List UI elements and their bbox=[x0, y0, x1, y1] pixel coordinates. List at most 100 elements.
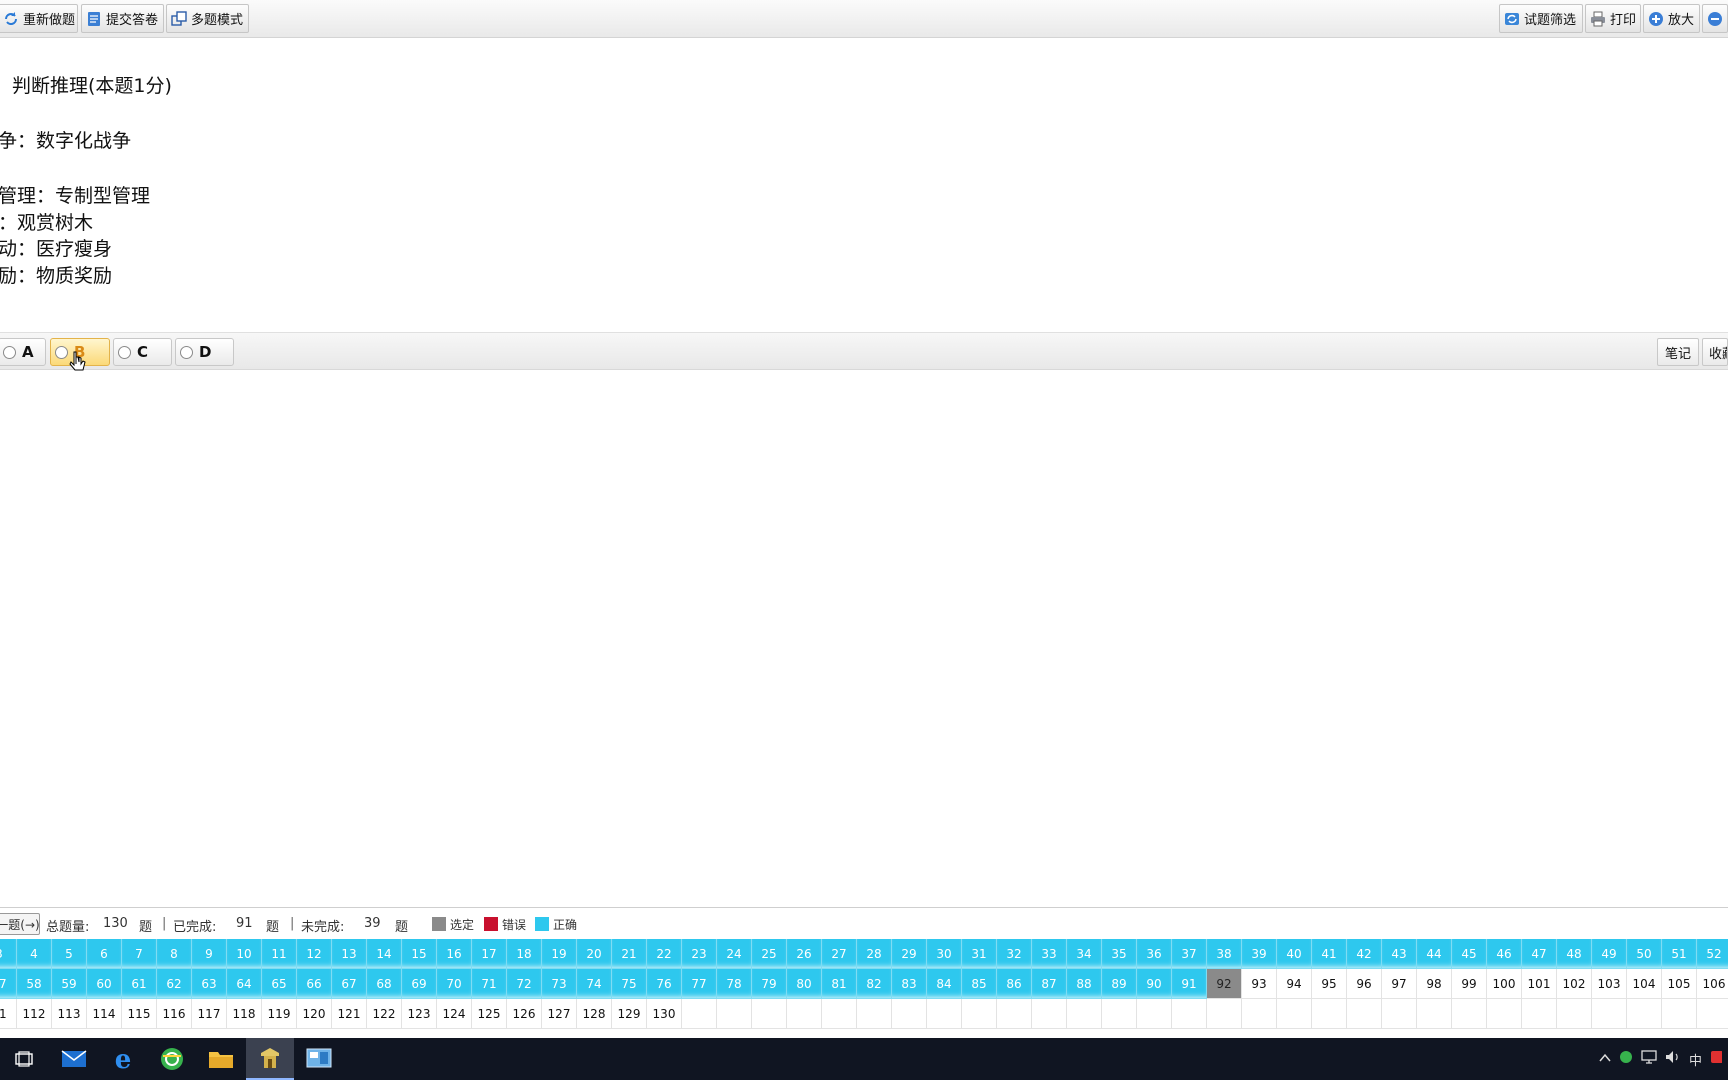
question-number-cell[interactable]: 18 bbox=[507, 939, 542, 969]
question-number-cell[interactable]: 121 bbox=[332, 999, 367, 1029]
prev-question-button[interactable]: 一题(→) bbox=[0, 913, 40, 935]
question-number-cell[interactable]: 39 bbox=[1242, 939, 1277, 969]
question-number-cell[interactable]: 73 bbox=[542, 969, 577, 999]
question-number-cell[interactable]: 61 bbox=[122, 969, 157, 999]
question-number-cell[interactable]: 89 bbox=[1102, 969, 1137, 999]
favorite-button[interactable]: 收藏 bbox=[1702, 338, 1728, 366]
question-number-cell[interactable]: 77 bbox=[682, 969, 717, 999]
question-number-cell[interactable]: 21 bbox=[612, 939, 647, 969]
question-number-cell[interactable]: 14 bbox=[367, 939, 402, 969]
question-number-cell[interactable]: 67 bbox=[332, 969, 367, 999]
question-number-cell[interactable]: 59 bbox=[52, 969, 87, 999]
question-number-cell[interactable]: 97 bbox=[1382, 969, 1417, 999]
question-number-cell[interactable]: 78 bbox=[717, 969, 752, 999]
print-button[interactable]: 打印 bbox=[1585, 4, 1641, 33]
question-number-cell[interactable]: 96 bbox=[1347, 969, 1382, 999]
question-number-cell[interactable]: 50 bbox=[1627, 939, 1662, 969]
question-number-cell[interactable]: 8 bbox=[157, 939, 192, 969]
control-panel-icon[interactable] bbox=[295, 1038, 343, 1080]
question-number-cell[interactable]: 84 bbox=[927, 969, 962, 999]
question-number-cell[interactable]: 98 bbox=[1417, 969, 1452, 999]
question-number-cell[interactable]: 4 bbox=[17, 939, 52, 969]
question-number-cell[interactable]: 19 bbox=[542, 939, 577, 969]
question-number-cell[interactable]: 85 bbox=[962, 969, 997, 999]
question-number-cell[interactable]: 82 bbox=[857, 969, 892, 999]
question-number-cell[interactable]: 63 bbox=[192, 969, 227, 999]
radio-icon[interactable] bbox=[180, 345, 193, 359]
question-number-cell[interactable]: 9 bbox=[192, 939, 227, 969]
question-number-cell[interactable]: 41 bbox=[1312, 939, 1347, 969]
question-number-cell[interactable]: 38 bbox=[1207, 939, 1242, 969]
radio-icon[interactable] bbox=[3, 345, 16, 359]
question-number-cell[interactable]: 64 bbox=[227, 969, 262, 999]
note-button[interactable]: 笔记 bbox=[1657, 338, 1699, 366]
question-number-cell[interactable]: 93 bbox=[1242, 969, 1277, 999]
question-number-cell[interactable]: 66 bbox=[297, 969, 332, 999]
question-number-cell[interactable]: 17 bbox=[472, 939, 507, 969]
question-number-cell[interactable]: 5 bbox=[52, 939, 87, 969]
question-number-cell[interactable]: 70 bbox=[437, 969, 472, 999]
question-number-cell[interactable]: 105 bbox=[1662, 969, 1697, 999]
ime-app-icon[interactable] bbox=[1710, 1049, 1723, 1069]
task-view-icon[interactable] bbox=[0, 1038, 48, 1080]
question-number-cell[interactable]: 16 bbox=[437, 939, 472, 969]
question-number-cell[interactable]: 10 bbox=[227, 939, 262, 969]
question-number-cell[interactable]: 29 bbox=[892, 939, 927, 969]
redo-button[interactable]: 重新做题 bbox=[0, 4, 78, 33]
question-number-cell[interactable]: 99 bbox=[1452, 969, 1487, 999]
question-number-cell[interactable]: 122 bbox=[367, 999, 402, 1029]
question-number-cell[interactable]: 129 bbox=[612, 999, 647, 1029]
question-number-cell[interactable]: 106 bbox=[1697, 969, 1728, 999]
ime-indicator[interactable]: 中 bbox=[1688, 1053, 1702, 1069]
question-number-cell[interactable]: 126 bbox=[507, 999, 542, 1029]
question-number-cell[interactable]: 25 bbox=[752, 939, 787, 969]
question-number-cell[interactable]: 3 bbox=[0, 939, 17, 969]
question-number-cell[interactable]: 87 bbox=[1032, 969, 1067, 999]
question-number-cell[interactable]: 35 bbox=[1102, 939, 1137, 969]
question-number-cell[interactable]: 119 bbox=[262, 999, 297, 1029]
question-number-cell[interactable]: 22 bbox=[647, 939, 682, 969]
answer-option-c[interactable]: C bbox=[113, 338, 172, 366]
question-number-cell[interactable]: 112 bbox=[17, 999, 52, 1029]
question-number-cell[interactable]: 12 bbox=[297, 939, 332, 969]
question-number-cell[interactable]: 13 bbox=[332, 939, 367, 969]
question-number-cell[interactable]: 72 bbox=[507, 969, 542, 999]
question-number-cell[interactable]: 15 bbox=[402, 939, 437, 969]
question-number-cell[interactable]: 43 bbox=[1382, 939, 1417, 969]
question-number-cell[interactable]: 115 bbox=[122, 999, 157, 1029]
question-number-cell[interactable]: 116 bbox=[157, 999, 192, 1029]
question-number-cell[interactable]: 27 bbox=[822, 939, 857, 969]
volume-icon[interactable] bbox=[1665, 1050, 1681, 1068]
multi-mode-button[interactable]: 多题模式 bbox=[166, 4, 249, 33]
question-number-cell[interactable]: 33 bbox=[1032, 939, 1067, 969]
zoom-in-button[interactable]: 放大 bbox=[1643, 4, 1700, 33]
question-number-cell[interactable]: 49 bbox=[1592, 939, 1627, 969]
question-number-cell[interactable]: 23 bbox=[682, 939, 717, 969]
question-number-cell[interactable]: 95 bbox=[1312, 969, 1347, 999]
question-number-cell[interactable]: 91 bbox=[1172, 969, 1207, 999]
question-number-cell[interactable]: 130 bbox=[647, 999, 682, 1029]
question-number-cell[interactable]: 125 bbox=[472, 999, 507, 1029]
answer-option-d[interactable]: D bbox=[175, 338, 234, 366]
question-number-cell[interactable]: 65 bbox=[262, 969, 297, 999]
radio-icon[interactable] bbox=[118, 345, 131, 359]
question-number-cell[interactable]: 90 bbox=[1137, 969, 1172, 999]
question-number-cell[interactable]: 120 bbox=[297, 999, 332, 1029]
question-number-cell[interactable]: 101 bbox=[1522, 969, 1557, 999]
mail-icon[interactable] bbox=[50, 1038, 98, 1080]
question-number-cell[interactable]: 6 bbox=[87, 939, 122, 969]
question-number-cell[interactable]: 75 bbox=[612, 969, 647, 999]
question-number-cell[interactable]: 80 bbox=[787, 969, 822, 999]
question-number-cell[interactable]: 44 bbox=[1417, 939, 1452, 969]
question-number-cell[interactable]: 127 bbox=[542, 999, 577, 1029]
question-number-cell[interactable]: 114 bbox=[87, 999, 122, 1029]
question-number-cell[interactable]: 102 bbox=[1557, 969, 1592, 999]
question-number-cell[interactable]: 31 bbox=[962, 939, 997, 969]
question-number-cell[interactable]: 37 bbox=[1172, 939, 1207, 969]
question-number-cell[interactable]: 79 bbox=[752, 969, 787, 999]
question-number-cell[interactable]: 34 bbox=[1067, 939, 1102, 969]
question-number-cell[interactable]: 74 bbox=[577, 969, 612, 999]
question-number-cell[interactable]: 94 bbox=[1277, 969, 1312, 999]
question-number-cell[interactable]: 7 bbox=[122, 939, 157, 969]
radio-icon[interactable] bbox=[55, 345, 68, 359]
